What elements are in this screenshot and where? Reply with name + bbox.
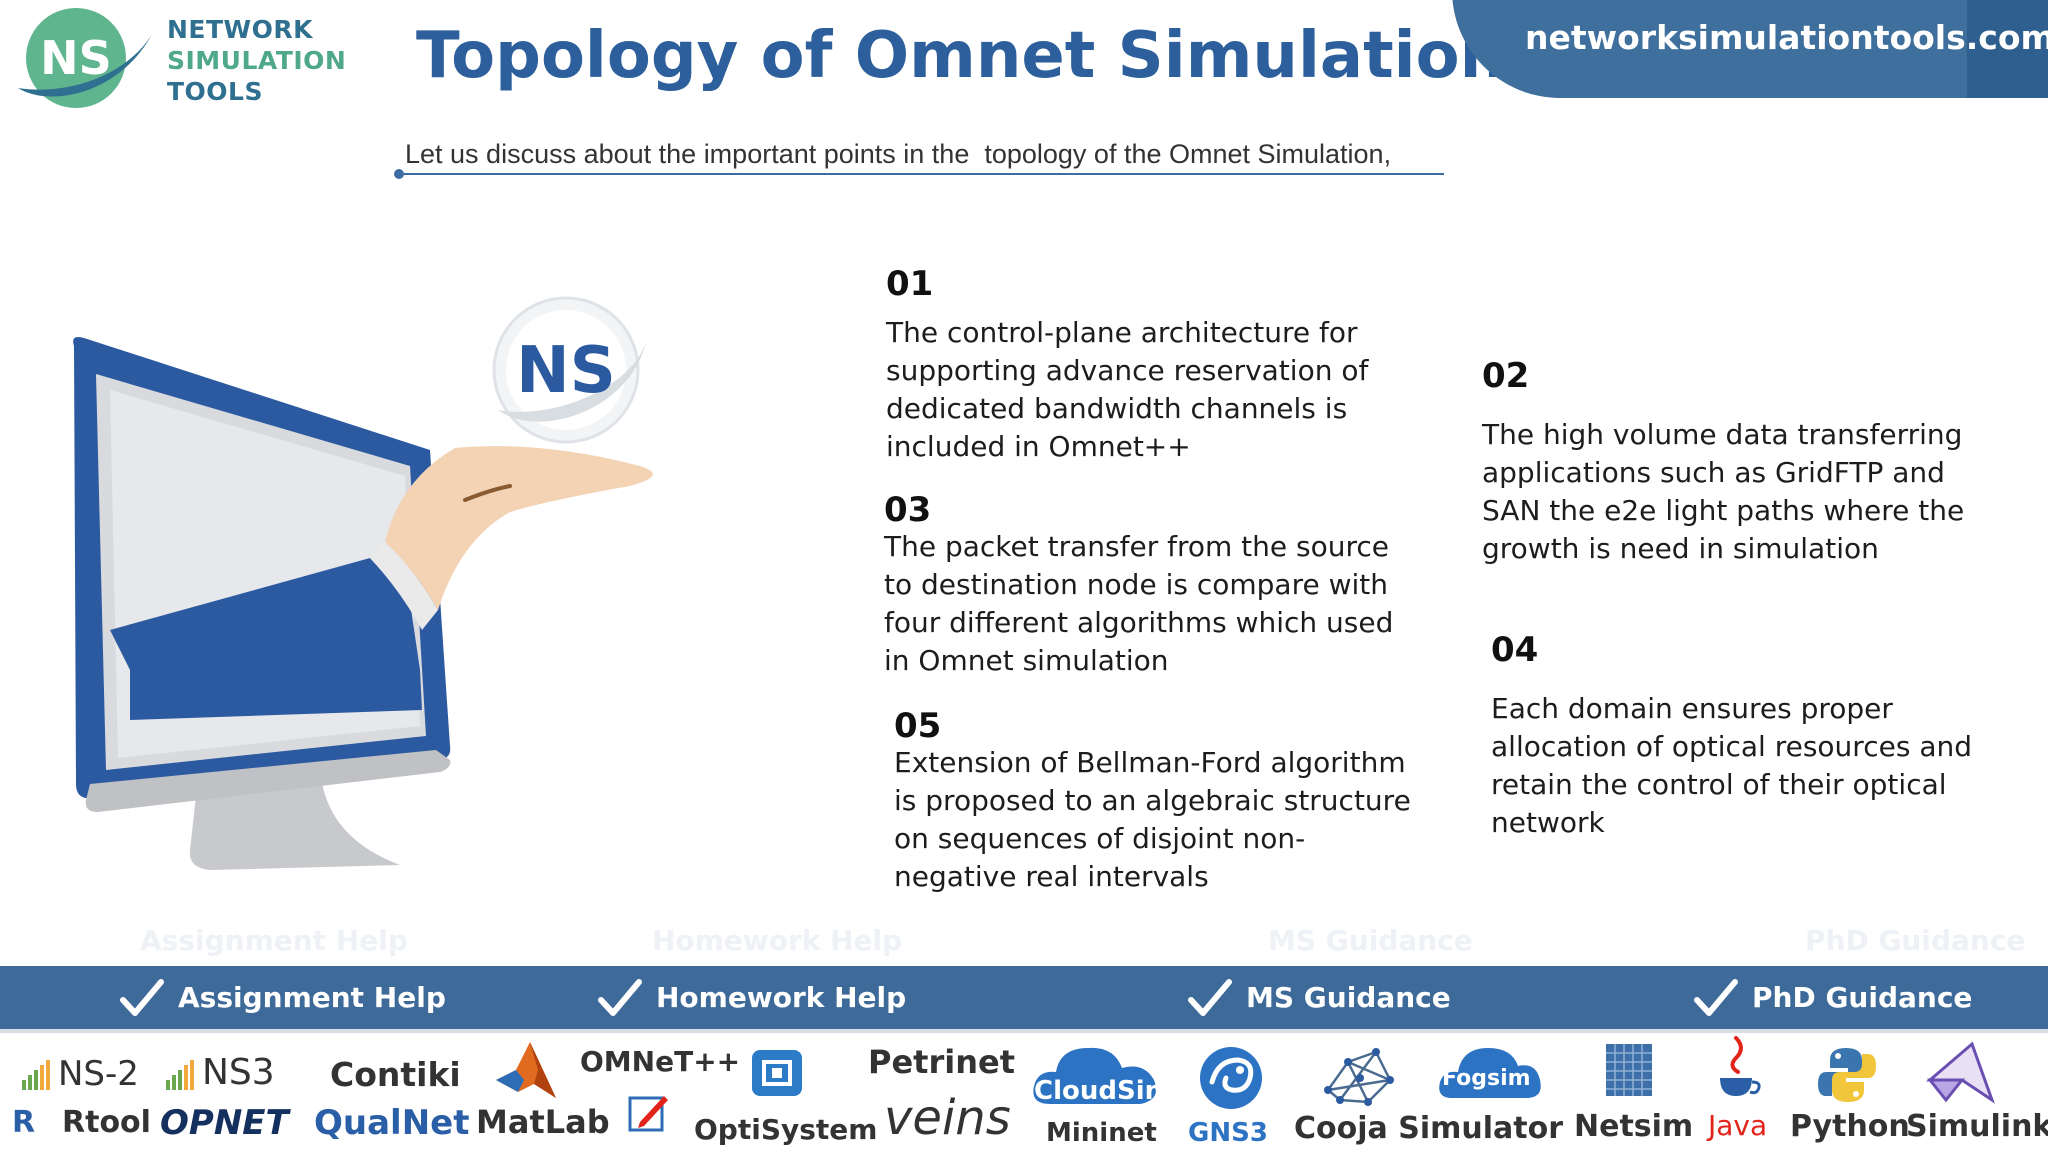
tool-mininet[interactable]: Mininet — [1046, 1118, 1157, 1148]
cloud-icon — [1033, 1047, 1157, 1104]
tool-qualnet[interactable]: QualNet — [314, 1103, 470, 1143]
brand-logo[interactable]: NS NETWORK SIMULATION TOOLS — [10, 4, 346, 114]
point-number: 05 — [894, 706, 942, 746]
tool-contiki[interactable]: Contiki — [330, 1055, 461, 1094]
brand-name: NETWORK SIMULATION TOOLS — [167, 14, 346, 107]
service-label: MS Guidance — [1246, 981, 1451, 1014]
tool-java[interactable]: Java — [1708, 1109, 1768, 1142]
gns3-chameleon-icon — [1200, 1047, 1262, 1109]
check-icon — [1188, 978, 1232, 1016]
check-icon — [598, 978, 642, 1016]
services-bar: Assignment Help Homework Help MS Guidanc… — [0, 966, 2048, 1029]
website-banner — [1452, 0, 2048, 98]
point-02: 02 The high volume data transferring app… — [1482, 354, 1964, 568]
tool-gns3[interactable]: GNS3 — [1188, 1118, 1268, 1148]
intro-text: Let us discuss about the important point… — [405, 139, 1392, 169]
point-number: 01 — [886, 264, 934, 304]
page-title: Topology of Omnet Simulation — [416, 19, 1506, 93]
tool-petrinet[interactable]: Petrinet — [868, 1043, 1015, 1081]
point-text: The high volume data transferring applic… — [1482, 418, 1965, 565]
service-assignment-help[interactable]: Assignment Help — [120, 966, 446, 1029]
services-reflection: Assignment Help Homework Help MS Guidanc… — [140, 924, 2026, 957]
check-icon — [120, 978, 164, 1016]
tool-omnet[interactable]: OMNeT++ — [580, 1045, 741, 1078]
tool-matlab[interactable]: MatLab — [476, 1103, 610, 1141]
tool-simulink[interactable]: Simulink — [1906, 1109, 2048, 1144]
intro-underline — [398, 173, 1444, 175]
intro-underline-dot — [394, 169, 404, 179]
point-05: 05 Extension of Bellman-Ford algorithm i… — [894, 704, 1411, 896]
point-04: 04 Each domain ensures proper allocation… — [1491, 628, 1972, 842]
service-label: Homework Help — [656, 981, 907, 1014]
service-label: PhD Guidance — [1752, 981, 1973, 1014]
tool-cooja[interactable]: Cooja Simulator — [1294, 1111, 1563, 1146]
band-divider — [0, 1029, 2048, 1033]
service-homework-help[interactable]: Homework Help — [598, 966, 906, 1029]
brand-line-1: NETWORK — [167, 15, 314, 44]
network-mesh-icon — [1324, 1048, 1394, 1106]
tool-cloudsim[interactable]: CloudSim — [1034, 1076, 1172, 1106]
signal-bars-icon — [166, 1060, 194, 1090]
tool-ns3[interactable]: NS3 — [202, 1052, 275, 1093]
point-number: 04 — [1491, 630, 1539, 670]
point-01: 01 The control-plane architecture for su… — [886, 262, 1368, 466]
java-cup-icon — [1720, 1036, 1761, 1096]
tool-rtool[interactable]: Rtool — [62, 1105, 151, 1140]
point-number: 03 — [884, 490, 932, 530]
brand-line-3: TOOLS — [167, 77, 263, 106]
monitor-hand-illustration: NS — [73, 296, 653, 870]
tool-opnet[interactable]: OPNET — [160, 1103, 289, 1143]
fogsim-cloud-icon — [1439, 1048, 1541, 1098]
r-logo-icon: R — [12, 1105, 36, 1140]
matlab-peak-icon — [496, 1042, 556, 1098]
check-icon — [1694, 978, 1738, 1016]
tool-python[interactable]: Python — [1790, 1109, 1910, 1144]
service-phd-guidance[interactable]: PhD Guidance — [1694, 966, 1972, 1029]
python-icon — [1818, 1048, 1876, 1102]
logo-letters: NS — [40, 31, 112, 85]
netsim-grid-icon — [1606, 1044, 1652, 1096]
brand-line-2: SIMULATION — [167, 46, 347, 75]
point-03: 03 The packet transfer from the source t… — [884, 488, 1393, 680]
tool-fogsim[interactable]: Fogsim — [1442, 1066, 1531, 1091]
point-text: Each domain ensures proper allocation of… — [1491, 692, 1972, 839]
tool-ns2[interactable]: NS-2 — [58, 1054, 139, 1094]
point-text: The packet transfer from the source to d… — [884, 530, 1394, 677]
signal-bars-icon — [22, 1060, 50, 1090]
ns-logo-icon: NS — [18, 8, 152, 108]
service-label: Assignment Help — [178, 981, 446, 1014]
service-ms-guidance[interactable]: MS Guidance — [1188, 966, 1451, 1029]
tool-netsim[interactable]: Netsim — [1574, 1109, 1694, 1144]
simulink-icon — [1926, 1041, 1995, 1104]
tool-veins[interactable]: veins — [884, 1090, 1011, 1146]
tool-optisystem[interactable]: OptiSystem — [694, 1113, 878, 1146]
website-link[interactable]: networksimulationtools.com — [1525, 18, 2048, 57]
point-text: The control-plane architecture for suppo… — [886, 316, 1369, 463]
badge-letters: NS — [516, 334, 616, 408]
optisystem-icon — [752, 1050, 802, 1096]
edit-box-icon — [628, 1096, 668, 1132]
point-number: 02 — [1482, 356, 1530, 396]
point-text: Extension of Bellman-Ford algorithm is p… — [894, 746, 1411, 893]
